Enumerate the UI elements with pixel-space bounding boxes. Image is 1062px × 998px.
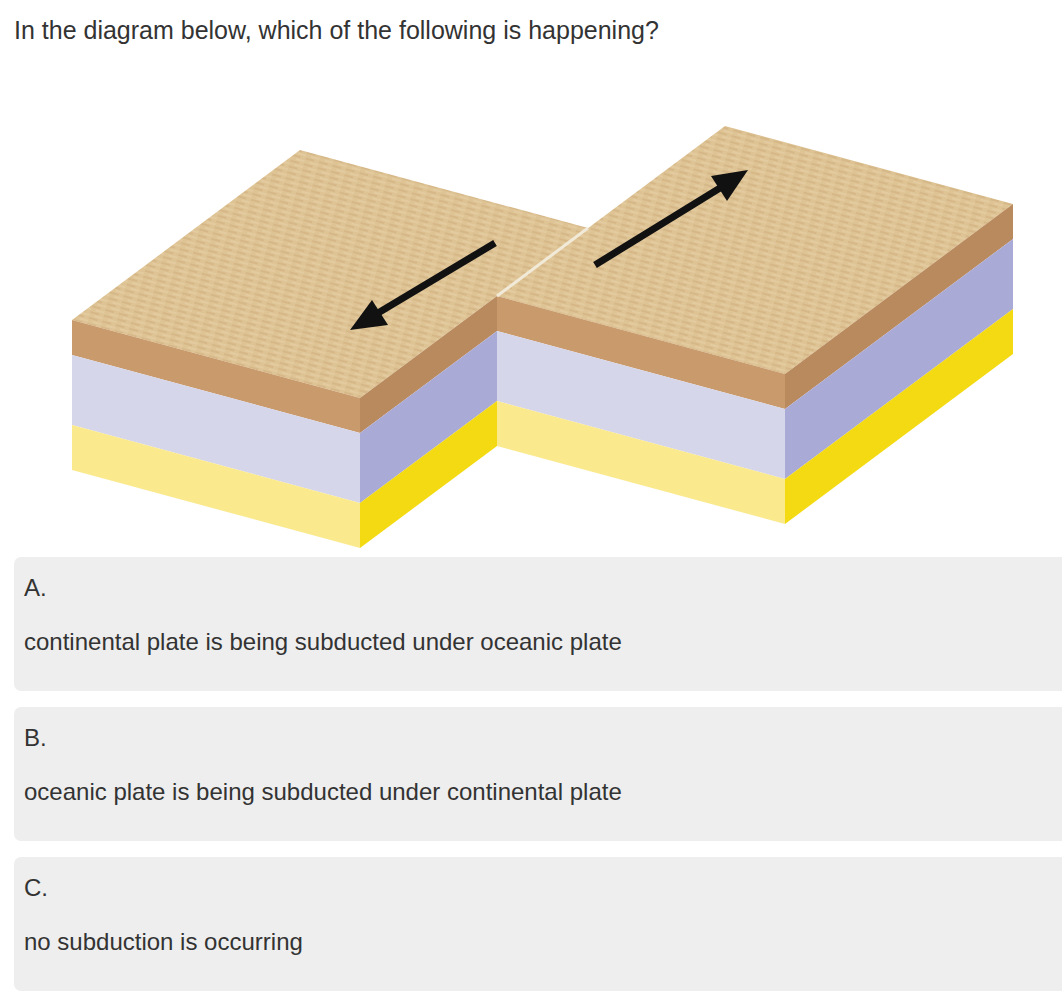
answer-option: B. oceanic plate is being subducted under…: [14, 707, 1062, 841]
option-letter: B.: [24, 723, 1062, 753]
fault-line: [497, 228, 588, 296]
right-plate-block: [497, 126, 1013, 524]
motion-arrow: [595, 170, 748, 265]
option-letter: C.: [24, 873, 1062, 903]
question-title: In the diagram below, which of the follo…: [14, 14, 659, 46]
option-text: continental plate is being subducted und…: [24, 627, 1062, 657]
answer-option: A. continental plate is being subducted u…: [14, 557, 1062, 691]
answer-option: C. no subduction is occurring: [14, 857, 1062, 991]
option-letter: A.: [24, 573, 1062, 603]
option-text: oceanic plate is being subducted under c…: [24, 777, 1062, 807]
option-text: no subduction is occurring: [24, 927, 1062, 957]
motion-arrow: [350, 243, 495, 330]
